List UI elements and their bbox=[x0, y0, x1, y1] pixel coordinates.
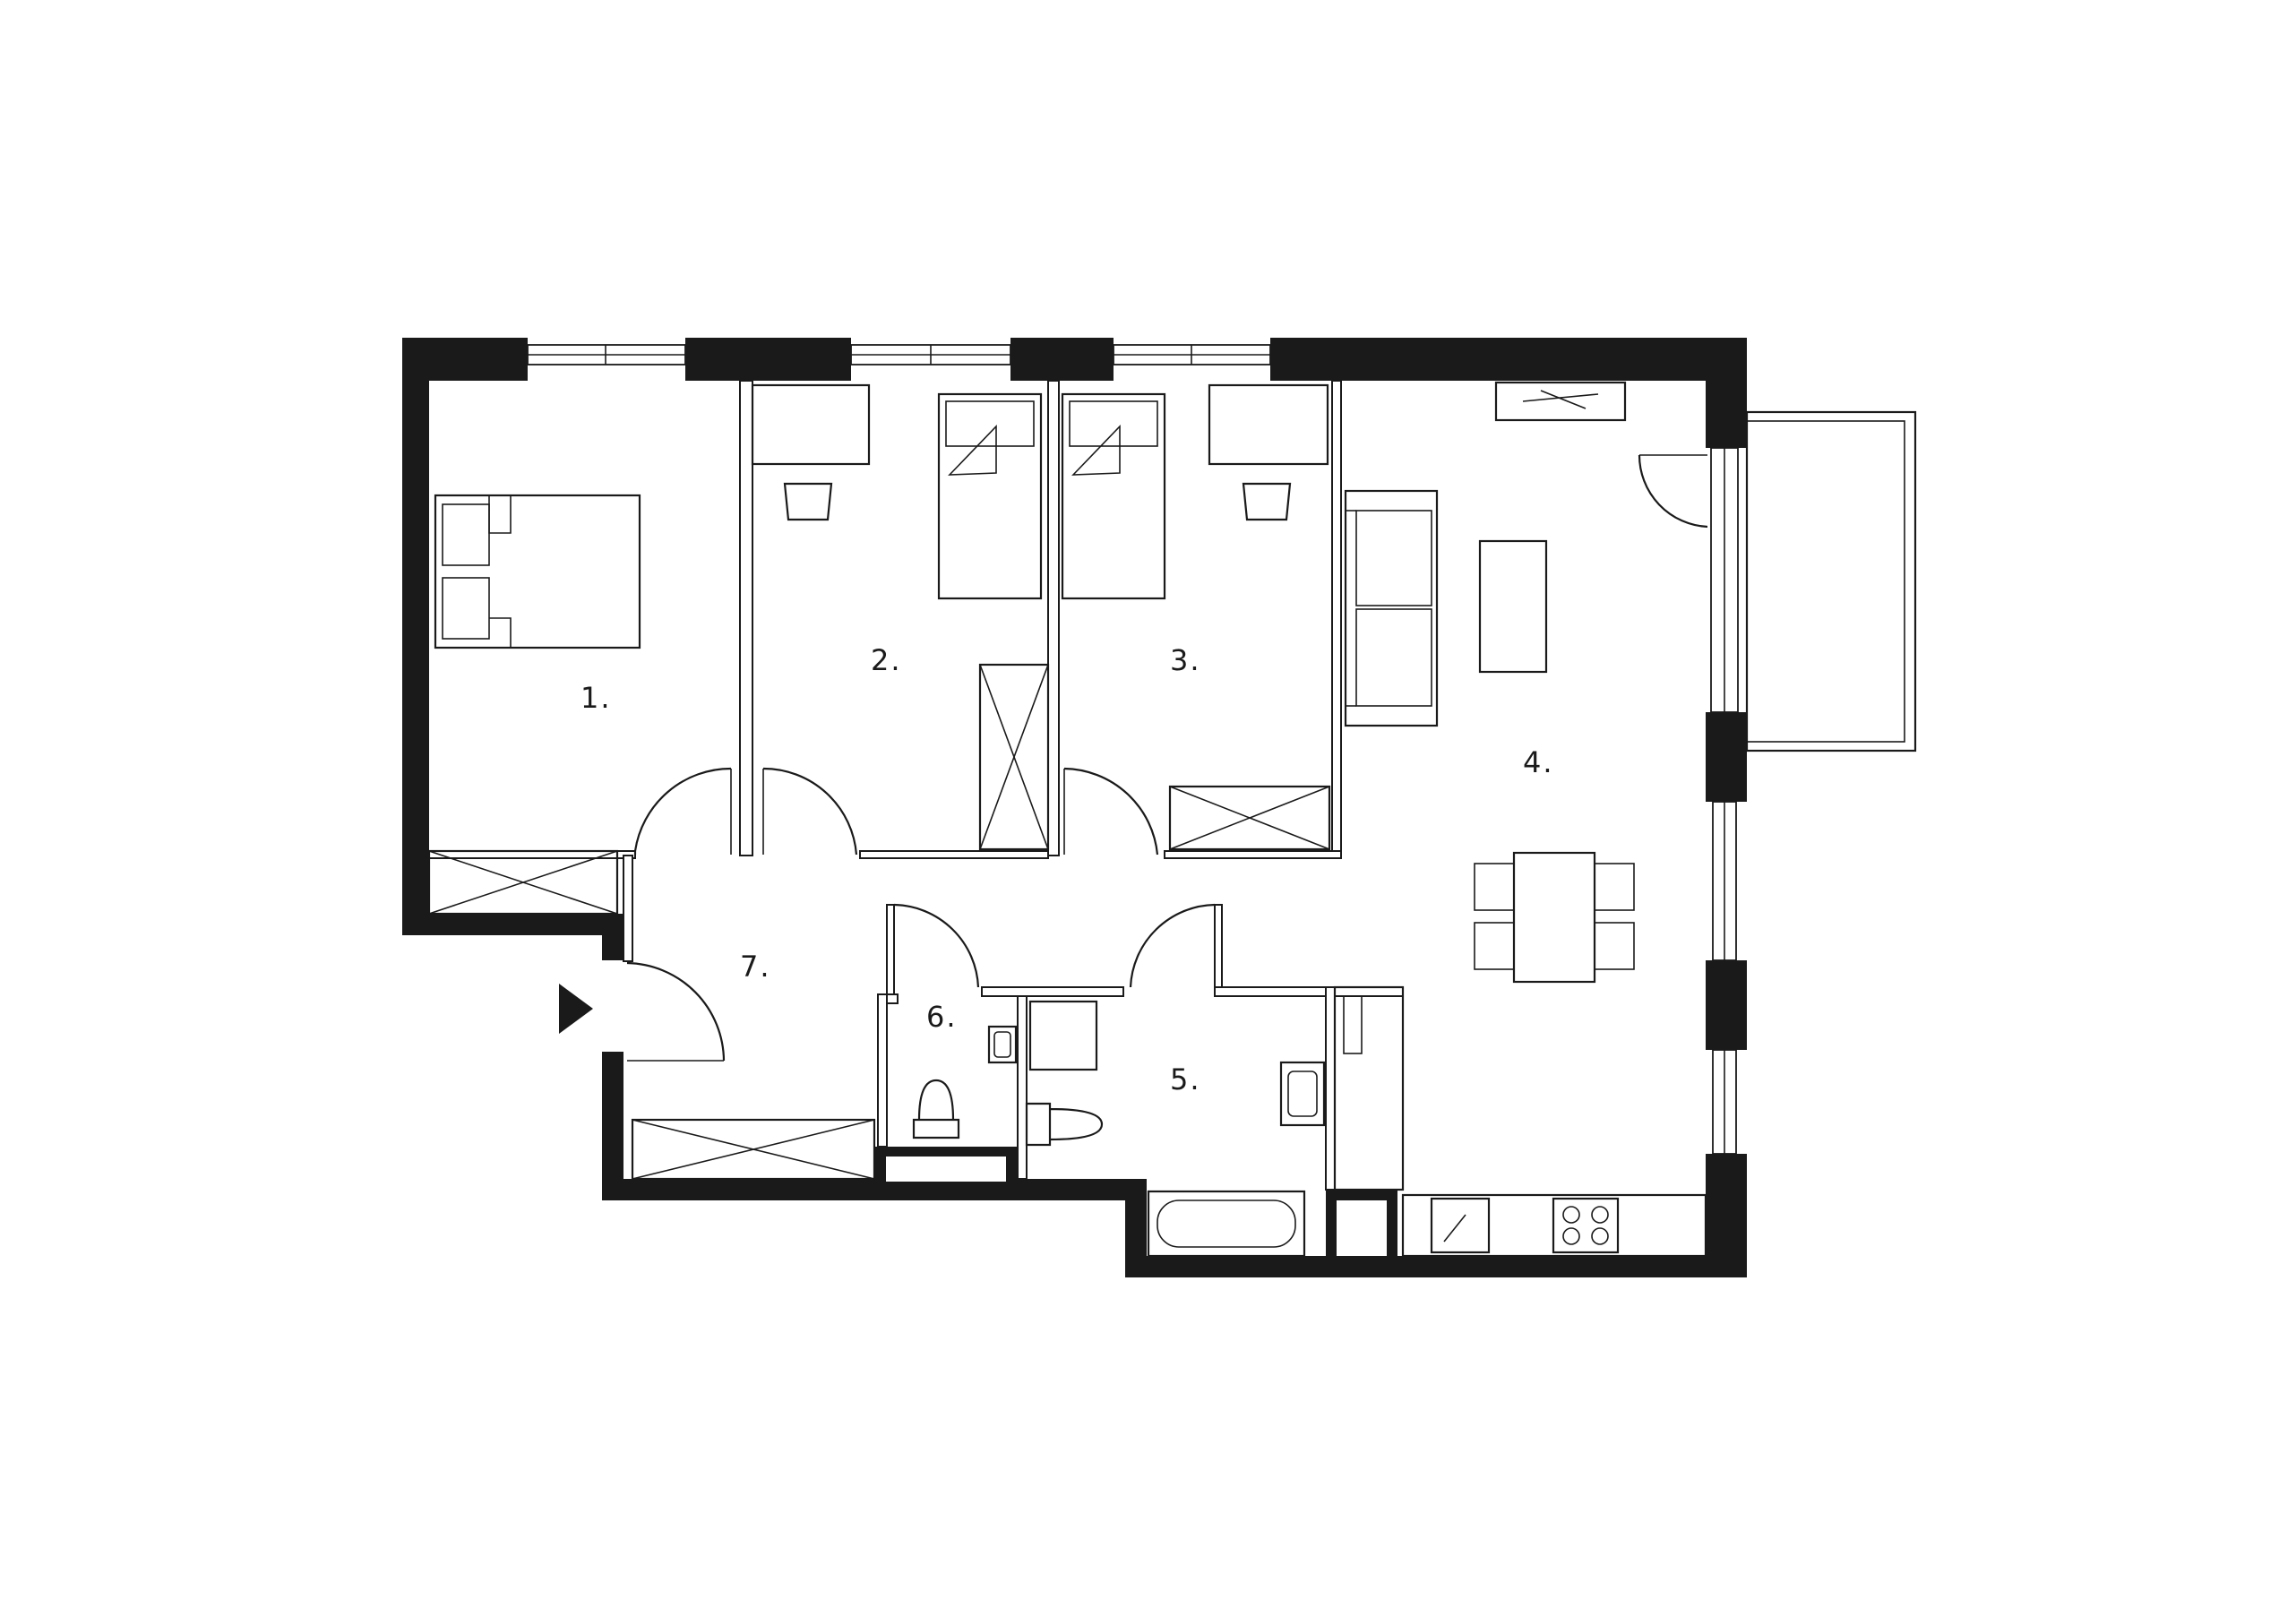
wardrobe-room1 bbox=[427, 849, 619, 916]
room-label-7: 7. bbox=[740, 950, 771, 984]
bed-room3 bbox=[1061, 392, 1166, 600]
wall-right-c bbox=[1706, 960, 1747, 1050]
room3-furniture bbox=[1061, 383, 1331, 851]
coffee-table bbox=[1478, 539, 1548, 674]
shaft-void bbox=[1337, 1200, 1387, 1256]
chair-room2 bbox=[783, 482, 833, 521]
room-labels: 1. 2. 3. 4. 5. 6. 7. bbox=[580, 643, 1554, 1096]
room2-furniture bbox=[751, 383, 1050, 851]
wall-left bbox=[402, 338, 429, 932]
room-label-6: 6. bbox=[926, 1000, 958, 1034]
door-room2 bbox=[762, 767, 858, 856]
toilet-bath bbox=[1025, 1102, 1104, 1147]
door-balcony bbox=[1638, 454, 1708, 529]
partition-wc-right bbox=[1017, 993, 1028, 1180]
chair-room3 bbox=[1242, 482, 1292, 521]
hall-furniture bbox=[631, 1118, 876, 1181]
wall-top-b bbox=[685, 338, 851, 381]
room-label-2: 2. bbox=[871, 643, 902, 677]
wall-lower-left bbox=[602, 1052, 623, 1200]
partition-wc-door-jamb bbox=[886, 904, 895, 995]
wardrobe-room3 bbox=[1168, 785, 1331, 851]
partition-bath-door-jamb bbox=[1214, 904, 1223, 988]
wall-top-c bbox=[1010, 338, 1114, 381]
dining-chair-3 bbox=[1594, 863, 1635, 911]
kitchen-tall-unit bbox=[1333, 985, 1405, 1191]
bed-room2 bbox=[937, 392, 1043, 600]
dining-chair-2 bbox=[1474, 922, 1515, 970]
door-room3 bbox=[1063, 767, 1159, 856]
partition-3-4 bbox=[1331, 380, 1342, 859]
wall-right-a bbox=[1706, 338, 1747, 448]
dining-chair-1 bbox=[1474, 863, 1515, 911]
wall-right-b bbox=[1706, 712, 1747, 802]
partition-wc-top-left bbox=[886, 993, 899, 1004]
partition-wc-left bbox=[877, 993, 888, 1148]
windows-top bbox=[527, 344, 1271, 365]
partition-bath-top bbox=[1214, 986, 1404, 997]
wardrobe-room2 bbox=[978, 663, 1050, 851]
wall-corner-left bbox=[602, 914, 623, 960]
partition-3-bottom bbox=[1164, 850, 1342, 859]
toilet-wc bbox=[912, 1079, 960, 1139]
partition-1-2 bbox=[739, 380, 753, 856]
partition-2-3 bbox=[1047, 380, 1060, 856]
hob bbox=[1552, 1197, 1620, 1254]
windows-right bbox=[1710, 447, 1739, 1155]
bath-sink bbox=[1279, 1061, 1326, 1127]
wall-top-d bbox=[1270, 338, 1747, 381]
entrance-arrow-icon bbox=[559, 984, 593, 1034]
dining-table bbox=[1512, 851, 1596, 984]
sofa bbox=[1344, 489, 1439, 727]
room-label-5: 5. bbox=[1170, 1062, 1201, 1096]
room1-furniture bbox=[427, 494, 641, 916]
door-bathroom bbox=[1129, 903, 1216, 988]
wall-bottom-left bbox=[402, 914, 623, 935]
room-label-3: 3. bbox=[1170, 643, 1201, 677]
desk-room3 bbox=[1208, 383, 1329, 466]
wc-fixtures bbox=[912, 1025, 1018, 1139]
partition-2-bottom bbox=[859, 850, 1049, 859]
door-entrance bbox=[626, 961, 726, 1062]
shaft-void-2 bbox=[884, 1155, 1008, 1183]
wc-basin bbox=[987, 1025, 1018, 1064]
wall-right-d bbox=[1706, 1154, 1747, 1277]
balcony bbox=[1745, 410, 1917, 752]
room-label-1: 1. bbox=[580, 681, 612, 715]
desk-room2 bbox=[751, 383, 871, 466]
washing-machine bbox=[1028, 1000, 1098, 1071]
tv-unit bbox=[1494, 381, 1627, 422]
room4-furniture bbox=[1333, 381, 1707, 1258]
interior-partitions bbox=[428, 380, 1404, 1191]
wall-bottom-right bbox=[1125, 1256, 1747, 1277]
partition-bath-right bbox=[1325, 986, 1336, 1191]
exterior-walls bbox=[402, 338, 1747, 1277]
room-label-4: 4. bbox=[1523, 745, 1554, 779]
kitchen-sink bbox=[1430, 1197, 1491, 1254]
bathroom-fixtures bbox=[1025, 1000, 1326, 1258]
door-wc bbox=[893, 903, 980, 988]
dining-chair-4 bbox=[1594, 922, 1635, 970]
wardrobe-hall bbox=[631, 1118, 876, 1181]
double-bed bbox=[434, 494, 641, 649]
partition-entry-jamb bbox=[623, 855, 633, 962]
bathtub bbox=[1147, 1190, 1306, 1258]
kitchen-counter bbox=[1401, 1193, 1707, 1258]
door-room1 bbox=[633, 767, 732, 852]
doors bbox=[626, 454, 1708, 1062]
partition-wc-top bbox=[981, 986, 1124, 997]
